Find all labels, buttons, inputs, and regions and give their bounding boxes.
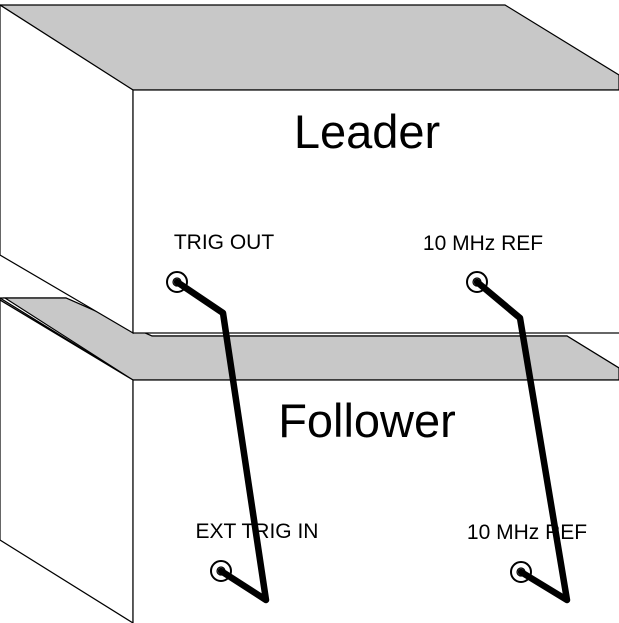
leader-instrument: Leader TRIG OUT 10 MHz REF <box>0 4 619 335</box>
leader-front-face <box>132 89 619 334</box>
follower-side-face <box>0 299 134 623</box>
leader-title: Leader <box>294 105 440 158</box>
trigger-cable[interactable] <box>173 278 270 604</box>
ref-cable[interactable] <box>473 278 571 604</box>
leader-trig-out-label: TRIG OUT <box>174 231 274 254</box>
follower-ref-label: 10 MHz REF <box>467 521 587 544</box>
follower-title: Follower <box>278 394 456 447</box>
leader-ref-label: 10 MHz REF <box>423 232 543 255</box>
